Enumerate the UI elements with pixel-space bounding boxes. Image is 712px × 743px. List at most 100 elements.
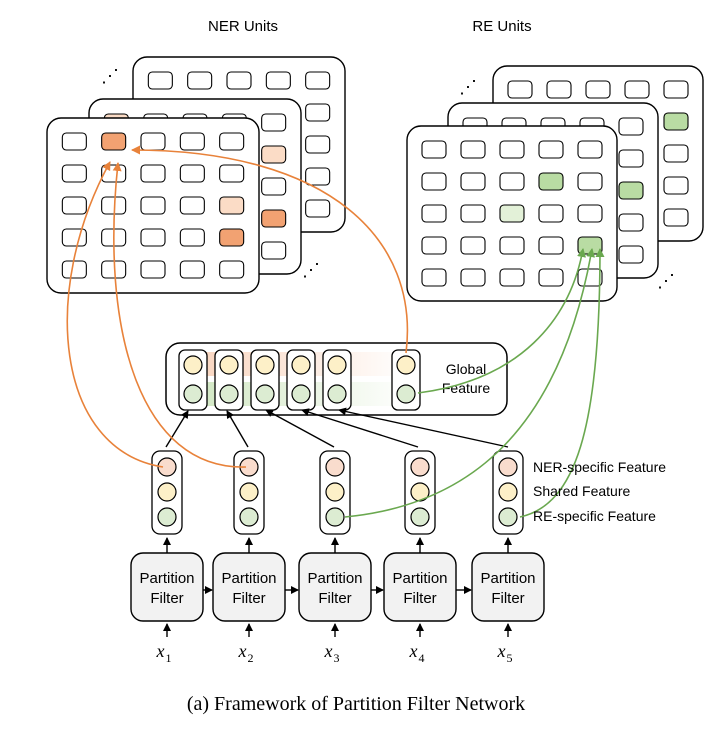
unit-cell xyxy=(460,140,486,159)
input-token-label: x3 xyxy=(324,641,340,665)
input-token-label: x4 xyxy=(409,641,425,665)
unit-cell xyxy=(624,80,650,99)
unit-cell xyxy=(140,260,166,279)
unit-cell xyxy=(538,172,564,191)
unit-cell xyxy=(460,172,486,191)
unit-cell xyxy=(577,204,603,223)
partition-filter-label-line1: Partition xyxy=(221,570,276,587)
legend-shared-feature: Shared Feature xyxy=(533,483,630,499)
unit-cell xyxy=(179,132,205,151)
ner-units-title: NER Units xyxy=(208,18,278,35)
partition-filter-box xyxy=(130,552,204,622)
unit-cell xyxy=(179,196,205,215)
unit-cell xyxy=(663,112,689,131)
unit-cell xyxy=(265,71,291,90)
unit-cell xyxy=(219,196,245,215)
ner-arrow-global-to-cell xyxy=(131,145,409,354)
partition-filter-box xyxy=(383,552,457,622)
unit-cell xyxy=(663,176,689,195)
shared-feature-node xyxy=(291,355,311,375)
unit-cell xyxy=(585,80,611,99)
re-units-title: RE Units xyxy=(472,18,531,35)
ner-specific-node xyxy=(157,457,177,477)
unit-cell xyxy=(261,177,287,196)
ner-specific-node xyxy=(410,457,430,477)
unit-cell xyxy=(101,132,127,151)
unit-cell xyxy=(61,164,87,183)
unit-cell xyxy=(140,164,166,183)
re-panel-front xyxy=(406,125,618,302)
arrow-col2-to-global xyxy=(226,410,249,448)
partition-filter-label-line1: Partition xyxy=(307,570,362,587)
unit-cell xyxy=(499,204,525,223)
unit-cell xyxy=(179,228,205,247)
partition-filter-label-line1: Partition xyxy=(392,570,447,587)
ner-arrow-token1-to-cell xyxy=(66,161,164,468)
feature-to-global-arrows xyxy=(165,407,509,448)
unit-cell xyxy=(663,80,689,99)
partition-filter-label-line1: Partition xyxy=(139,570,194,587)
legend-re-specific-feature: RE-specific Feature xyxy=(533,508,656,524)
unit-cell xyxy=(261,113,287,132)
unit-cell xyxy=(61,228,87,247)
partition-filter-label-line1: Partition xyxy=(480,570,535,587)
unit-cell xyxy=(663,144,689,163)
unit-cell xyxy=(305,167,331,186)
shared-node xyxy=(498,482,518,502)
re-feature-node xyxy=(396,384,416,404)
shared-feature-node xyxy=(396,355,416,375)
shared-feature-node xyxy=(255,355,275,375)
unit-cell xyxy=(618,117,644,136)
unit-cell xyxy=(61,132,87,151)
arrow-col3-to-global xyxy=(265,409,335,448)
unit-cell xyxy=(460,236,486,255)
re-arrow-global-to-cell xyxy=(417,248,586,394)
arrow-col1-to-global xyxy=(165,410,189,448)
re-feature-node xyxy=(183,384,203,404)
unit-cell xyxy=(618,213,644,232)
ner-panel-front xyxy=(46,117,260,294)
input-token-label: x5 xyxy=(497,641,513,665)
unit-cell xyxy=(577,268,603,287)
re-specific-node xyxy=(239,507,259,527)
re-specific-node xyxy=(325,507,345,527)
ner-arrow-token2-to-cell xyxy=(112,162,247,468)
unit-cell xyxy=(577,140,603,159)
unit-cell xyxy=(499,236,525,255)
shared-feature-node xyxy=(183,355,203,375)
unit-cell xyxy=(219,132,245,151)
partition-filter-label-line2: Filter xyxy=(150,590,183,607)
shared-node xyxy=(157,482,177,502)
unit-cell xyxy=(219,228,245,247)
unit-cell xyxy=(179,164,205,183)
unit-cell xyxy=(305,135,331,154)
arrow-col5-to-global xyxy=(338,407,509,448)
unit-cell xyxy=(421,172,447,191)
unit-cell xyxy=(618,149,644,168)
re-specific-node xyxy=(157,507,177,527)
unit-cell xyxy=(421,236,447,255)
unit-cell xyxy=(499,172,525,191)
re-feature-node xyxy=(291,384,311,404)
partition-filter-chain: PartitionFilterx1PartitionFilterx2Partit… xyxy=(130,450,545,665)
shared-feature-node xyxy=(219,355,239,375)
unit-cell xyxy=(460,204,486,223)
unit-cell xyxy=(618,245,644,264)
unit-cell xyxy=(507,80,533,99)
ellipsis-mark: ⋰ xyxy=(101,66,119,86)
re-feature-node xyxy=(327,384,347,404)
figure-caption: (a) Framework of Partition Filter Networ… xyxy=(187,693,525,715)
unit-cell xyxy=(101,164,127,183)
arrow-col4-to-global xyxy=(301,408,419,448)
unit-cell xyxy=(421,140,447,159)
shared-feature-node xyxy=(327,355,347,375)
re-specific-node xyxy=(498,507,518,527)
unit-cell xyxy=(61,260,87,279)
re-units-stack xyxy=(406,65,704,302)
unit-cell xyxy=(421,204,447,223)
unit-cell xyxy=(140,228,166,247)
global-column xyxy=(250,349,280,411)
